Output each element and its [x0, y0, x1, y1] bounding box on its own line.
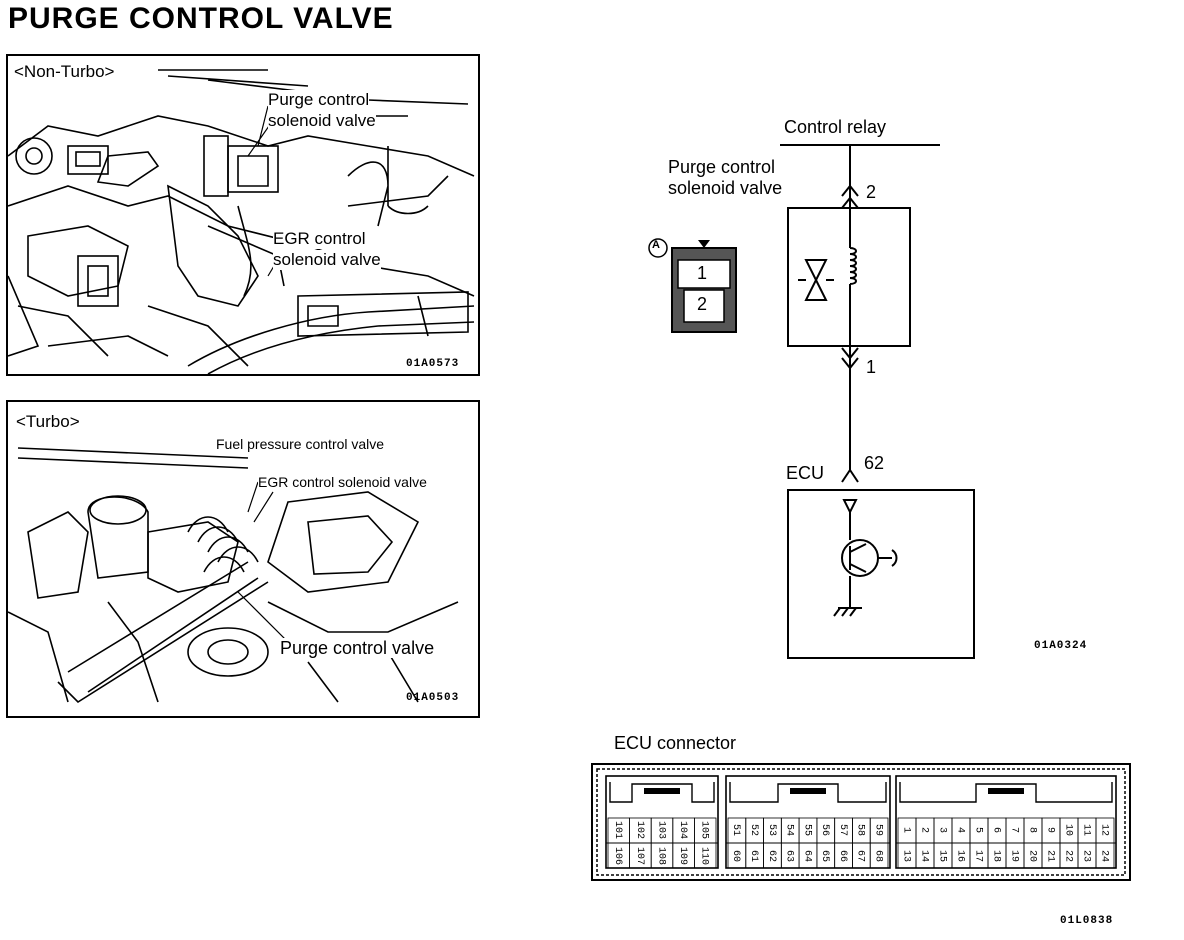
connector-pin-cell: [694, 817, 717, 869]
connector-pin-label: 57: [837, 824, 848, 836]
connector-pin-label: 56: [819, 824, 830, 836]
connector-pin-label: 107: [634, 847, 645, 865]
valve-pin-top-label: 2: [866, 182, 877, 202]
connector-pin-label: 23: [1080, 850, 1091, 862]
connector-pin-label: 110: [699, 847, 710, 865]
turbo-panel: <Turbo> Fuel pressure control valve EGR …: [6, 400, 480, 718]
connector-pin-label: 53: [766, 824, 777, 836]
ecu-pin-label: 62: [864, 453, 885, 473]
connector-pin-label: 108: [655, 847, 666, 865]
connector-pin-label: 5: [972, 827, 983, 833]
connector-block-3-key: [899, 782, 1113, 803]
connector-pin-label: 51: [730, 824, 741, 836]
ecu-connector-diagram: 1011061021071031081041091051105160526153…: [591, 763, 1131, 881]
turbo-purge-label: Purge control valve: [280, 638, 435, 658]
connector-pin-label: 15: [936, 850, 947, 862]
connector-pin-label: 14: [918, 850, 929, 862]
connector-pin-label: 21: [1044, 850, 1055, 862]
turbo-engine-illustration: [8, 447, 459, 704]
connector-pin-label: 65: [819, 850, 830, 862]
connector-pin-label: 58: [855, 824, 866, 836]
connector-pin-label: 20: [1026, 850, 1037, 862]
ecu-connector-title: ECU connector: [614, 733, 737, 753]
connector-block-3-latch: [988, 788, 1024, 794]
connector-pin-label: 101: [612, 821, 623, 839]
connector-pin-label: 52: [748, 824, 759, 836]
turbo-heading: <Turbo>: [16, 412, 80, 432]
connector-pin-label: 24: [1098, 850, 1109, 862]
connector-pin-label: 22: [1062, 850, 1073, 862]
connector-pin-2: 2: [697, 294, 708, 314]
valve-symbol: [804, 259, 828, 301]
non-turbo-figure-code: 01A0573: [406, 358, 460, 370]
connector-pin-label: 62: [766, 850, 777, 862]
connector-pin-label: 18: [990, 850, 1001, 862]
connector-pin-label: 61: [748, 850, 759, 862]
connector-pin-label: 16: [954, 850, 965, 862]
valve-pin-bottom-label: 1: [866, 357, 877, 377]
connector-pin-label: 105: [699, 821, 710, 839]
connector-pin-label: 17: [972, 850, 983, 862]
non-turbo-engine-illustration: [8, 69, 475, 374]
connector-a-icon: [648, 238, 737, 333]
page-title: PURGE CONTROL VALVE: [8, 2, 394, 35]
connector-pin-label: 104: [677, 821, 688, 839]
turbo-egr-label: EGR control solenoid valve: [258, 474, 427, 490]
connector-pin-label: 4: [954, 827, 965, 833]
connector-pin-label: 109: [677, 847, 688, 865]
circuit-figure-code: 01A0324: [1034, 640, 1088, 652]
control-relay-label: Control relay: [784, 117, 887, 137]
non-turbo-egr-label-line1: EGR control: [273, 229, 366, 249]
turbo-fuel-pressure-label: Fuel pressure control valve: [216, 436, 385, 452]
connector-pin-label: 103: [655, 821, 666, 839]
connector-pin-1: 1: [697, 263, 708, 283]
connector-pin-label: 8: [1026, 827, 1037, 833]
connector-pin-label: 102: [634, 821, 645, 839]
connector-pin-label: 1: [900, 827, 911, 833]
valve-label-line2: solenoid valve: [668, 178, 783, 198]
non-turbo-purge-label-line2: solenoid valve: [268, 111, 376, 131]
ecu-connector-figure-code: 01L0838: [1060, 915, 1114, 927]
connector-pin-label: 63: [784, 850, 795, 862]
valve-label-line1: Purge control: [668, 157, 776, 177]
connector-pin-label: 66: [837, 850, 848, 862]
connector-block-2-latch: [790, 788, 826, 794]
connector-pin-label: 12: [1098, 824, 1109, 836]
connector-pin-label: 106: [612, 847, 623, 865]
connector-pin-label: 9: [1044, 827, 1055, 833]
connector-pin-label: 6: [990, 827, 1001, 833]
non-turbo-purge-label-line1: Purge control: [268, 90, 370, 110]
connector-pin-cell: [869, 817, 889, 869]
connector-pin-label: 19: [1008, 850, 1019, 862]
connector-block-1-key: [609, 782, 715, 803]
solenoid-coil: [849, 247, 857, 285]
circuit-diagram: [648, 144, 975, 659]
non-turbo-heading: <Non-Turbo>: [14, 62, 115, 82]
connector-pin-cell: [1095, 817, 1115, 869]
connector-pin-label: 60: [730, 850, 741, 862]
connector-pin-label: 2: [918, 827, 929, 833]
ecu-label: ECU: [786, 463, 825, 483]
connector-pin-label: 59: [872, 824, 883, 836]
connector-pin-label: 3: [936, 827, 947, 833]
connector-pin-label: 68: [872, 850, 883, 862]
connector-block-1-latch: [644, 788, 680, 794]
non-turbo-panel: <Non-Turbo> Purge control solenoid valve…: [6, 54, 480, 376]
ecu-connector-inner: [596, 768, 1126, 876]
connector-pin-label: 54: [784, 824, 795, 836]
non-turbo-egr-label-line2: solenoid valve: [273, 250, 381, 270]
turbo-figure-code: 01A0503: [406, 692, 460, 704]
connector-pin-label: 10: [1062, 824, 1073, 836]
connector-a-marker: A: [652, 239, 660, 251]
connector-pin-label: 13: [900, 850, 911, 862]
connector-pin-label: 11: [1080, 824, 1091, 836]
connector-block-2-key: [729, 782, 887, 803]
connector-pin-label: 67: [855, 850, 866, 862]
connector-pin-label: 64: [801, 850, 812, 862]
ecu-box: [787, 489, 975, 659]
connector-pin-label: 7: [1008, 827, 1019, 833]
connector-pin-label: 55: [801, 824, 812, 836]
